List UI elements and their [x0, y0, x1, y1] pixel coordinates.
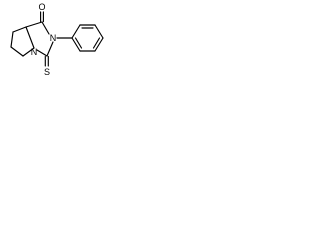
imidazolidine-ring: [25, 21, 54, 57]
molecule-canvas: O N N S: [0, 0, 125, 84]
bond-ph-inner-b: [92, 37, 101, 49]
imide-nitrogen-label: N: [50, 33, 57, 43]
bond-ring-n5-c8a: [25, 26, 35, 49]
bond-ph-4-5: [94, 37, 104, 52]
bond-ph-inner-c: [74, 37, 83, 49]
bond-ring-c8a-c8: [12, 26, 27, 33]
bond-ring-c6-n5: [22, 47, 35, 57]
bond-ph-3-4: [94, 24, 104, 39]
thione-double-bond: [44, 55, 49, 67]
bond-ring-c1-n2: [41, 21, 50, 35]
bond-ring-n2-c3: [46, 41, 54, 57]
sulfur-label: S: [44, 67, 50, 77]
phenyl-ring: [71, 24, 104, 52]
carbonyl-double-bond: [40, 11, 44, 23]
bond-ph-1-2: [71, 24, 81, 39]
bond-ring-c8-c7: [10, 31, 14, 48]
bond-ring-c3-n5: [36, 49, 48, 57]
bond-ring-c7-c6: [10, 46, 24, 57]
bond-ring-c8a-c1: [25, 21, 43, 28]
pyrrolidine-ring: [10, 26, 35, 57]
bond-ph-6-1: [71, 37, 81, 52]
bridgehead-nitrogen-label: N: [31, 47, 38, 57]
structure-diagram: O N N S: [10, 2, 104, 77]
oxygen-label: O: [38, 2, 45, 12]
